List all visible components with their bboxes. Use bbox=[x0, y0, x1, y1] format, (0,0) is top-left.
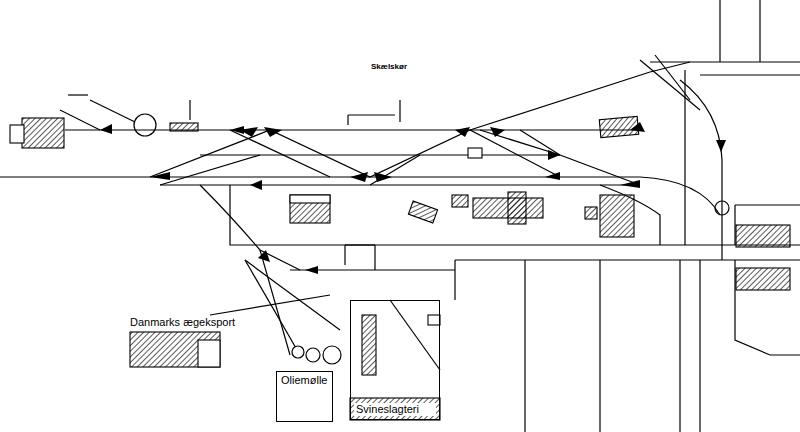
building-name: Oliemølle bbox=[279, 374, 330, 387]
building-name: Danmarks ægeksport bbox=[128, 316, 240, 329]
mill-building: Oliemølle bbox=[276, 371, 333, 422]
slaughterhouse-building: Svineslagteri bbox=[350, 300, 440, 420]
company-label: Danmarks ægeksport bbox=[128, 316, 240, 332]
building-name: Svineslagteri bbox=[354, 403, 436, 416]
place-name: Skælskør bbox=[369, 62, 409, 71]
